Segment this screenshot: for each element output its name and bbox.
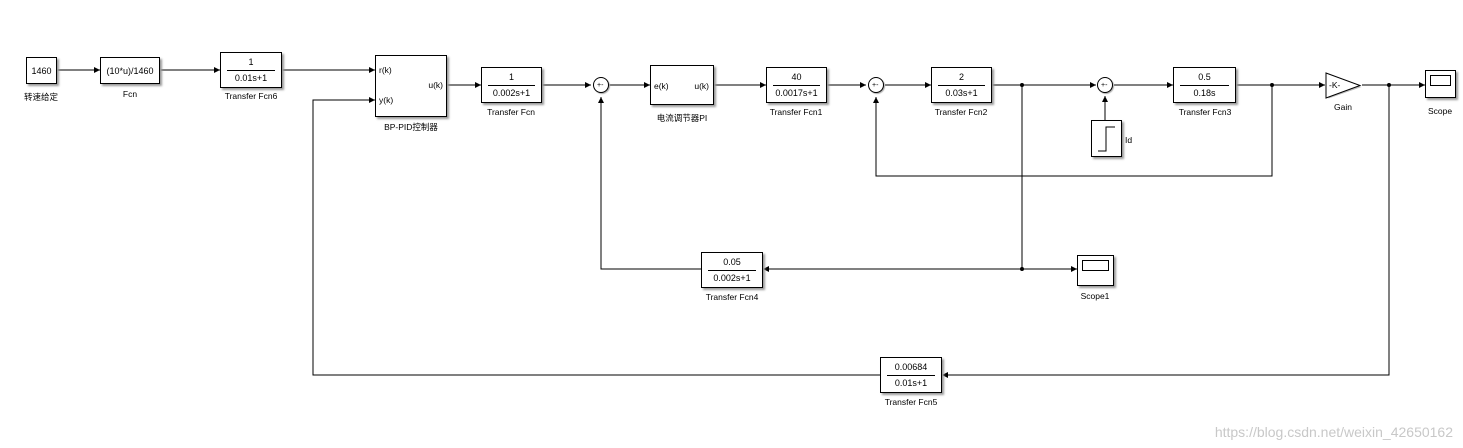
tf4-numerator: 0.05 (723, 256, 741, 267)
sum3-block[interactable]: +- (1097, 77, 1113, 93)
sum1-block[interactable]: +- (593, 77, 609, 93)
sum2-signs: +- (872, 82, 879, 89)
tf1-fraction-bar (772, 84, 821, 86)
watermark-url: https://blog.csdn.net/weixin_42650162 (1214, 424, 1453, 440)
junction-tf2 (1020, 83, 1024, 87)
gain-text: -K- (1329, 80, 1341, 90)
gain-label: Gain (1334, 102, 1352, 112)
tf5-denominator: 0.01s+1 (894, 377, 928, 388)
sum3-signs: +- (1101, 82, 1108, 89)
sum2-block[interactable]: +- (868, 77, 884, 93)
transfer-fcn2-block[interactable]: 2 0.03s+1 (931, 67, 992, 103)
step-icon (1098, 126, 1115, 152)
tf5-label: Transfer Fcn5 (884, 397, 938, 407)
scope-label: Scope (1427, 106, 1453, 116)
tf5-fraction-bar (887, 374, 935, 376)
tf3-fraction-bar (1180, 84, 1229, 86)
tf4-label: Transfer Fcn4 (705, 292, 759, 302)
tf-denominator: 0.002s+1 (492, 87, 531, 98)
transfer-fcn5-block[interactable]: 0.00684 0.01s+1 (880, 357, 942, 393)
junction-tf3 (1270, 83, 1274, 87)
line-speed-feedback (942, 85, 1390, 378)
bp-pid-subsystem-block[interactable]: r(k) y(k) u(k) (375, 55, 447, 117)
tf1-label: Transfer Fcn1 (769, 107, 823, 117)
tf1-denominator: 0.0017s+1 (775, 87, 818, 98)
tf4-fraction-bar (708, 269, 756, 271)
transfer-fcn1-block[interactable]: 40 0.0017s+1 (766, 67, 827, 103)
line-tf4-sum1 (598, 97, 701, 270)
bppid-input-r: r(k) (379, 65, 392, 75)
sum1-signs: +- (597, 82, 604, 89)
scope-screen-icon (1430, 75, 1451, 86)
tf2-denominator: 0.03s+1 (945, 87, 978, 98)
bppid-output-u: u(k) (428, 80, 443, 90)
junction-scope1 (1020, 267, 1024, 271)
fcn-expression: (10*u)/1460 (106, 65, 154, 76)
tf2-fraction-bar (937, 84, 986, 86)
tf3-denominator: 0.18s (1193, 87, 1216, 98)
tf5-numerator: 0.00684 (894, 361, 928, 372)
fcn-label: Fcn (122, 89, 138, 99)
tf6-label: Transfer Fcn6 (224, 91, 278, 101)
step-block[interactable] (1091, 120, 1122, 157)
tf-label: Transfer Fcn (487, 107, 535, 117)
constant-label: 转速给定 (23, 92, 59, 102)
bppid-input-y: y(k) (379, 95, 394, 105)
transfer-fcn4-block[interactable]: 0.05 0.002s+1 (701, 252, 763, 288)
tf-numerator: 1 (508, 71, 514, 82)
tf6-numerator: 1 (248, 56, 254, 67)
transfer-fcn6-block[interactable]: 1 0.01s+1 (220, 52, 282, 88)
scope1-label: Scope1 (1080, 291, 1110, 301)
line-inner-feedback (873, 85, 1273, 177)
step-label: Id (1125, 135, 1133, 145)
current-pi-subsystem-block[interactable]: e(k) u(k) (650, 65, 714, 105)
junction-gain (1387, 83, 1391, 87)
gain-block[interactable]: -K- (1325, 72, 1363, 99)
bppid-label: BP-PID控制器 (384, 122, 438, 132)
pi-output-u: u(k) (694, 81, 709, 91)
fcn-block[interactable]: (10*u)/1460 (100, 57, 160, 84)
constant-value: 1460 (31, 65, 52, 76)
tf6-fraction-bar (227, 69, 275, 71)
gain-triangle-icon (1325, 72, 1362, 99)
tf3-label: Transfer Fcn3 (1178, 107, 1232, 117)
scope1-block[interactable] (1077, 255, 1114, 286)
tf2-numerator: 2 (958, 71, 964, 82)
tf3-numerator: 0.5 (1198, 71, 1211, 82)
transfer-fcn3-block[interactable]: 0.5 0.18s (1173, 67, 1236, 103)
tf1-numerator: 40 (791, 71, 802, 82)
scope1-screen-icon (1082, 260, 1109, 271)
tf6-denominator: 0.01s+1 (234, 72, 268, 83)
pi-label: 电流调节器PI (656, 113, 708, 123)
tf-fraction-bar (487, 84, 536, 86)
scope-block[interactable] (1425, 70, 1456, 98)
tf4-denominator: 0.002s+1 (713, 272, 751, 283)
pi-input-e: e(k) (654, 81, 669, 91)
transfer-fcn-block[interactable]: 1 0.002s+1 (481, 67, 542, 103)
constant-block[interactable]: 1460 (26, 57, 57, 84)
tf2-label: Transfer Fcn2 (934, 107, 988, 117)
line-tf5-bppid (312, 97, 880, 376)
